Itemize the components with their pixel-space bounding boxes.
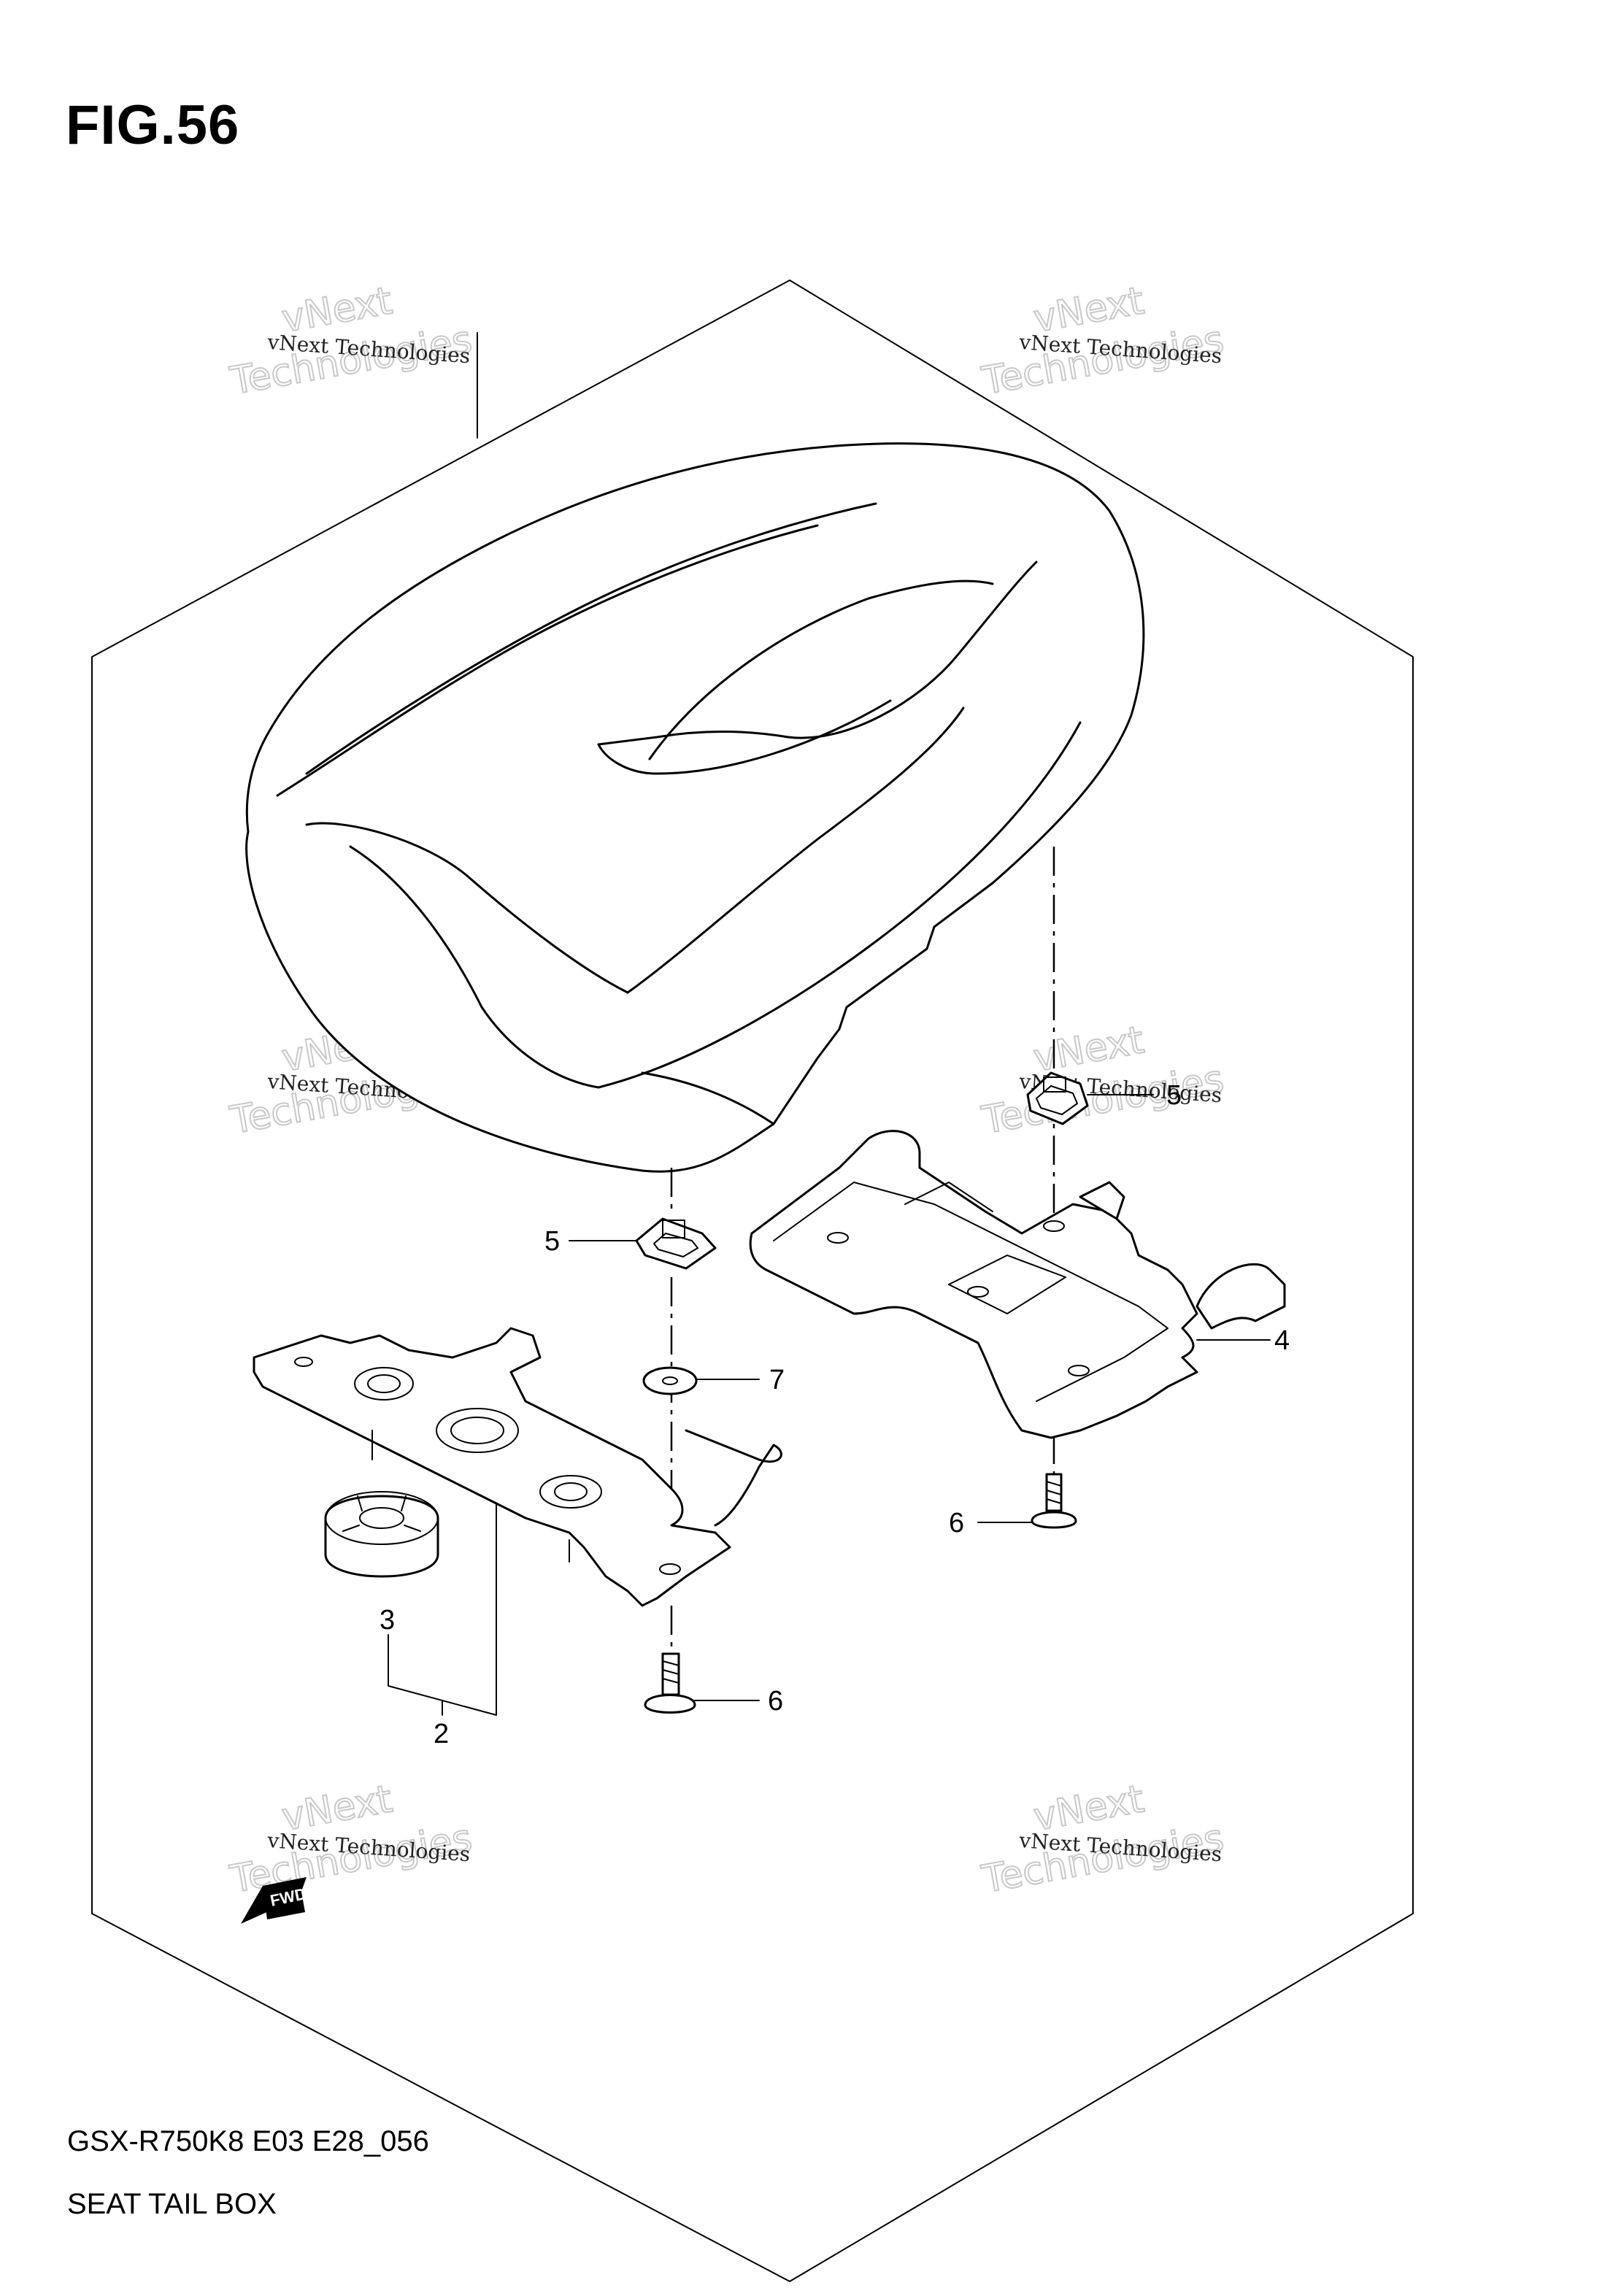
callout-washer: 7: [769, 1365, 785, 1395]
seat-tail-cover: [245, 442, 1145, 1173]
clip-nut-right: [1026, 1071, 1089, 1125]
screw-left: [644, 1652, 696, 1714]
figure-name: SEAT TAIL BOX: [67, 2188, 277, 2220]
watermark-top-left: vNext Technologies vNext Technologies: [226, 278, 476, 404]
callout-nut-right: 5: [1166, 1080, 1182, 1111]
screw-right: [1031, 1473, 1077, 1529]
figure-code: GSX-R750K8 E03 E28_056: [67, 2125, 429, 2157]
callout-cushion: 3: [380, 1605, 395, 1636]
watermark-bottom-right: vNext Technologies vNext Technologies: [978, 1776, 1228, 1903]
seat-tail-bracket-left: [253, 1327, 782, 1607]
assembly-boundary-hexagon: [91, 280, 1414, 2282]
watermark-middle-right: vNext Technologies vNext Technologies: [978, 1017, 1228, 1144]
washer: [642, 1366, 698, 1395]
callout-screw-left: 6: [768, 1686, 783, 1717]
figure-title: FIG.56: [66, 94, 240, 156]
callout-screw-right: 6: [949, 1508, 964, 1538]
callout-bracket-left: 2: [434, 1719, 449, 1749]
rubber-cushion: [324, 1491, 439, 1578]
callout-nut-left: 5: [544, 1226, 560, 1257]
callout-bracket-right: 4: [1274, 1325, 1290, 1356]
watermark-top-right: vNext Technologies vNext Technologies: [978, 278, 1228, 404]
clip-nut-left: [635, 1217, 717, 1270]
watermark-bottom-left: vNext Technologies vNext Technologies: [226, 1776, 476, 1903]
seat-tail-bracket-right: [749, 1130, 1286, 1439]
front-direction-arrow-icon: FWD: [241, 1877, 308, 1924]
